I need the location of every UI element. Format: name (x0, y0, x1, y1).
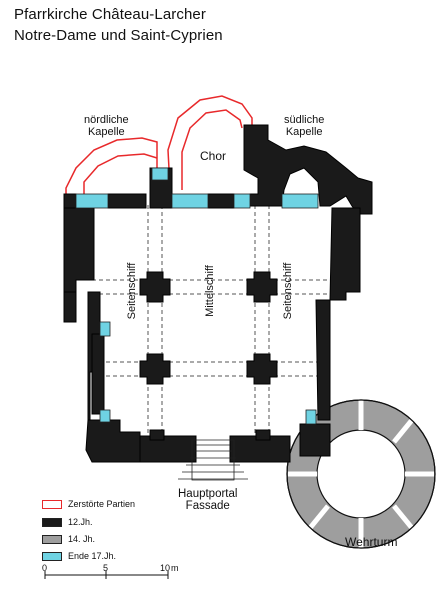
vault-lines (92, 205, 330, 440)
scale-label-10: 10 (160, 563, 171, 573)
north-chapel-label: nördliche Kapelle (84, 114, 129, 138)
legend-swatch (42, 517, 62, 527)
north-chapel-outline (65, 137, 161, 205)
legend-item-12th: 12.Jh. (42, 516, 93, 528)
scale-label-5: 5 (103, 563, 109, 573)
destroyed-parts (65, 95, 253, 205)
legend-item-14th: 14. Jh. (42, 533, 95, 545)
portal-label: Hauptportal Fassade (178, 488, 238, 512)
portal-steps (178, 439, 248, 481)
legend-item-destroyed: Zerstörte Partien (42, 498, 135, 510)
tower-label: Wehrturm (345, 535, 398, 549)
nave-label: Mittelschiff (204, 265, 216, 317)
choir-outline (167, 95, 253, 189)
parts-late-17th-century (75, 167, 319, 425)
scale-bar (44, 571, 169, 579)
left-aisle-label: Seitenschiff (126, 262, 138, 320)
legend-swatch (42, 499, 62, 509)
walls-12th-century (63, 124, 373, 463)
legend-item-17th: Ende 17.Jh. (42, 550, 116, 562)
choir-label: Chor (200, 149, 227, 163)
right-aisle-label: Seitenschiff (282, 262, 294, 320)
legend-swatch (42, 551, 62, 561)
title-line-1: Pfarrkirche Château-Larcher (14, 6, 206, 23)
scale-label-0: 0 (42, 563, 48, 573)
legend-swatch (42, 534, 62, 544)
south-chapel-label: südliche Kapelle (284, 114, 325, 138)
scale-unit: m (171, 563, 179, 573)
title-line-2: Notre-Dame und Saint-Cyprien (14, 27, 223, 44)
